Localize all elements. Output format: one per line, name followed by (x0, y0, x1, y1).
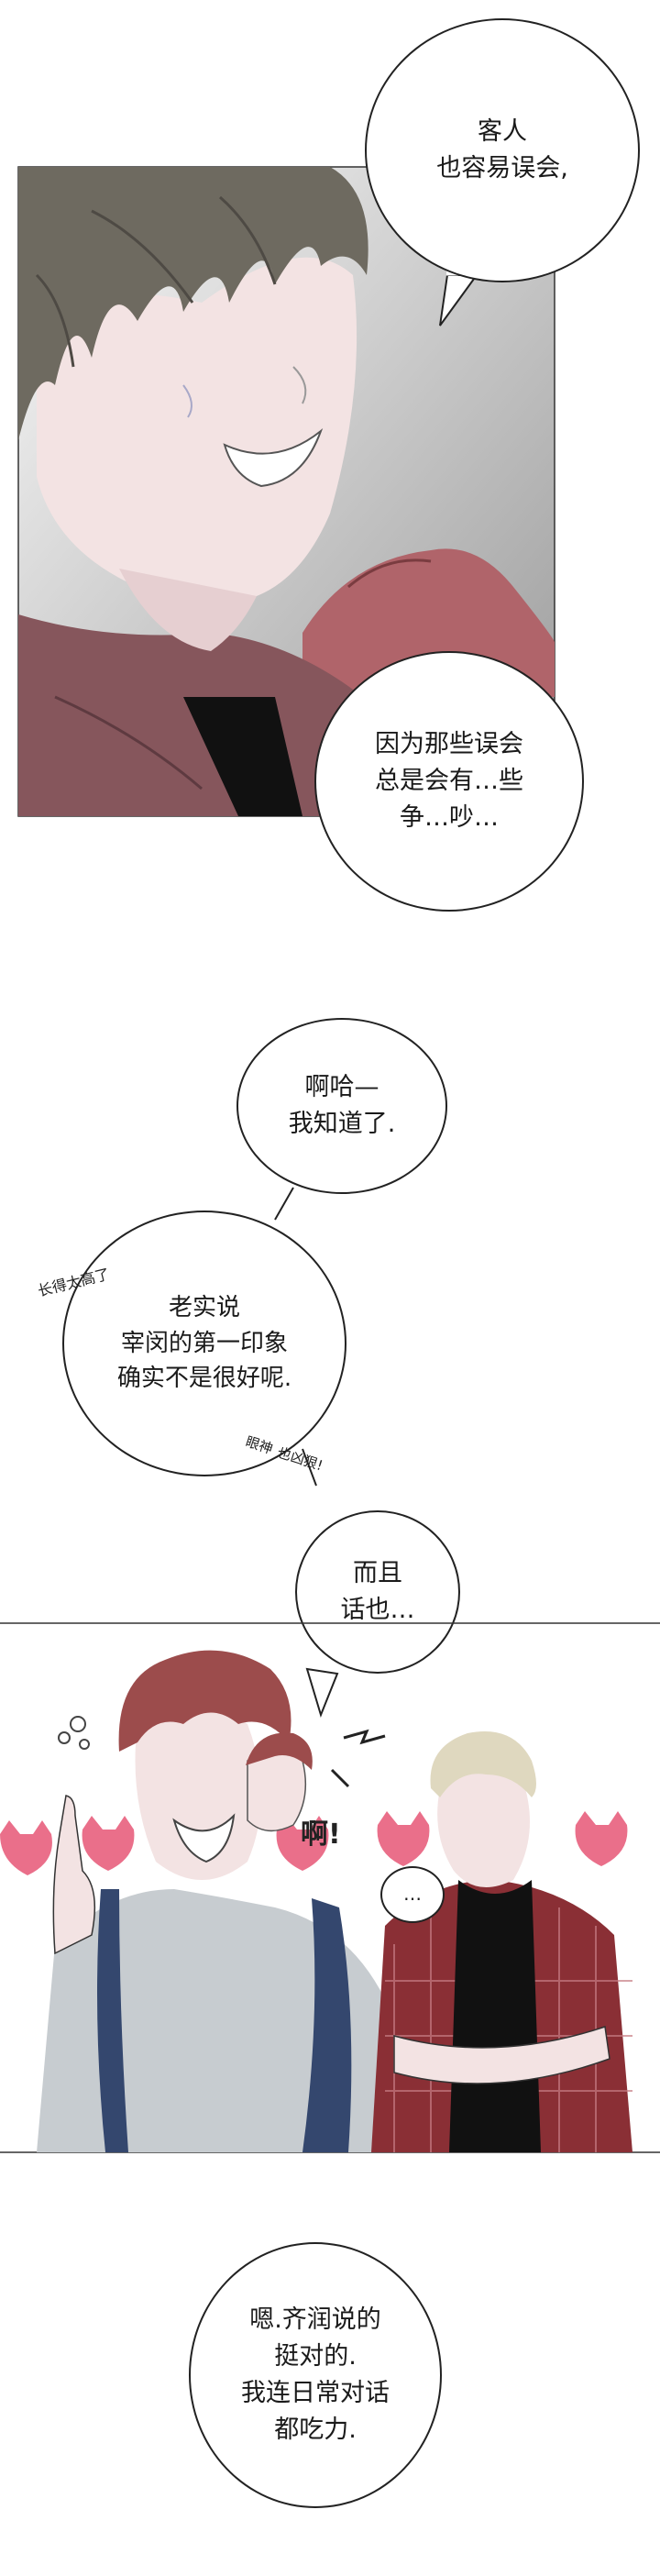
speech-bubble-honest: 老实说 宰闵的第一印象 确实不是很好呢. (62, 1211, 346, 1476)
raised-hand (52, 1795, 96, 1955)
face-calm (437, 1763, 530, 1887)
smile (223, 427, 324, 488)
speech-bubble-final: 嗯.齐润说的 挺对的. 我连日常对话 都吃力. (189, 2242, 442, 2508)
speech-bubble-speech: 而且 话也… (295, 1510, 460, 1674)
speech-bubble-argument: 因为那些误会 总是会有…些 争…吵… (314, 651, 584, 912)
speech-bubble-ellipsis: … (380, 1866, 445, 1923)
crossed-arms (393, 2026, 610, 2084)
speech-bubble-customer: 客人 也容易误会, (365, 18, 640, 282)
speech-bubble-aha: 啊哈— 我知道了. (236, 1018, 447, 1194)
face (37, 257, 358, 603)
sfx-ah: 啊! (301, 1819, 341, 1851)
hair-dark (18, 167, 368, 440)
cat-pink (0, 1811, 628, 1875)
hair-red (118, 1650, 292, 1752)
